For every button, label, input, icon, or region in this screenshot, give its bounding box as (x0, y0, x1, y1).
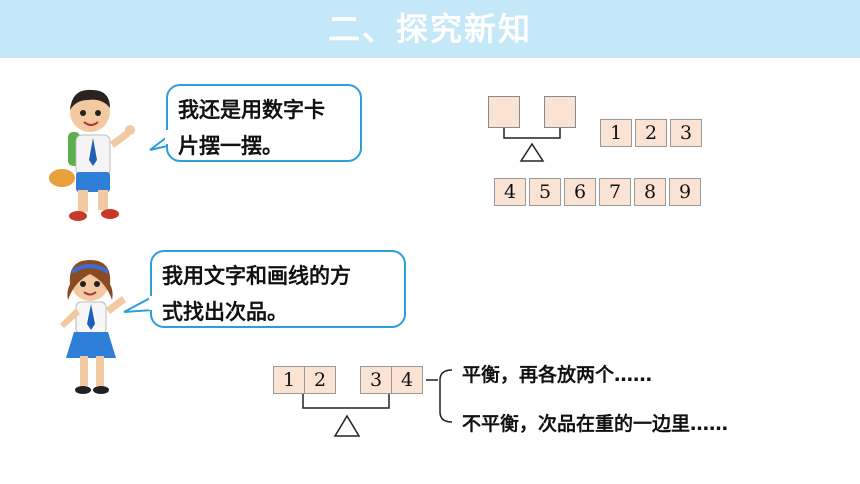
bubble-line: 式找出次品。 (162, 300, 288, 324)
number-card: 3 (360, 366, 392, 394)
number-card: 3 (670, 119, 702, 147)
number-card: 9 (669, 178, 701, 206)
bubble-line: 我还是用数字卡 (178, 98, 325, 122)
number-card: 6 (564, 178, 596, 206)
number-card: 4 (391, 366, 423, 394)
number-card: 1 (600, 119, 632, 147)
bubble-line: 片摆一摆。 (178, 134, 283, 158)
number-card: 4 (494, 178, 526, 206)
balanced-outcome-text: 平衡，再各放两个…… (462, 364, 653, 386)
boy-illustration (49, 89, 135, 221)
girl-illustration (60, 260, 126, 394)
girl-speech-bubble: 我用文字和画线的方 式找出次品。 (150, 250, 406, 328)
bubble-tail-cover (165, 130, 171, 144)
outcome-bracket (426, 369, 453, 423)
number-card: 2 (635, 119, 667, 147)
page-title: 二、探究新知 (327, 10, 532, 48)
balance-scale-icon (503, 128, 561, 162)
bubble-tail-cover (149, 296, 155, 310)
number-card: 5 (529, 178, 561, 206)
balance-scale-icon (302, 394, 390, 437)
number-card: 7 (599, 178, 631, 206)
number-card: 2 (304, 366, 336, 394)
header-banner (0, 0, 860, 58)
balance-right-pan (544, 96, 576, 128)
balance-left-pan (488, 96, 520, 128)
boy-speech-bubble: 我还是用数字卡 片摆一摆。 (166, 84, 362, 162)
number-card: 1 (273, 366, 305, 394)
unbalanced-outcome-text: 不平衡，次品在重的一边里…… (462, 413, 729, 435)
bubble-line: 我用文字和画线的方 (162, 264, 351, 288)
number-card: 8 (634, 178, 666, 206)
